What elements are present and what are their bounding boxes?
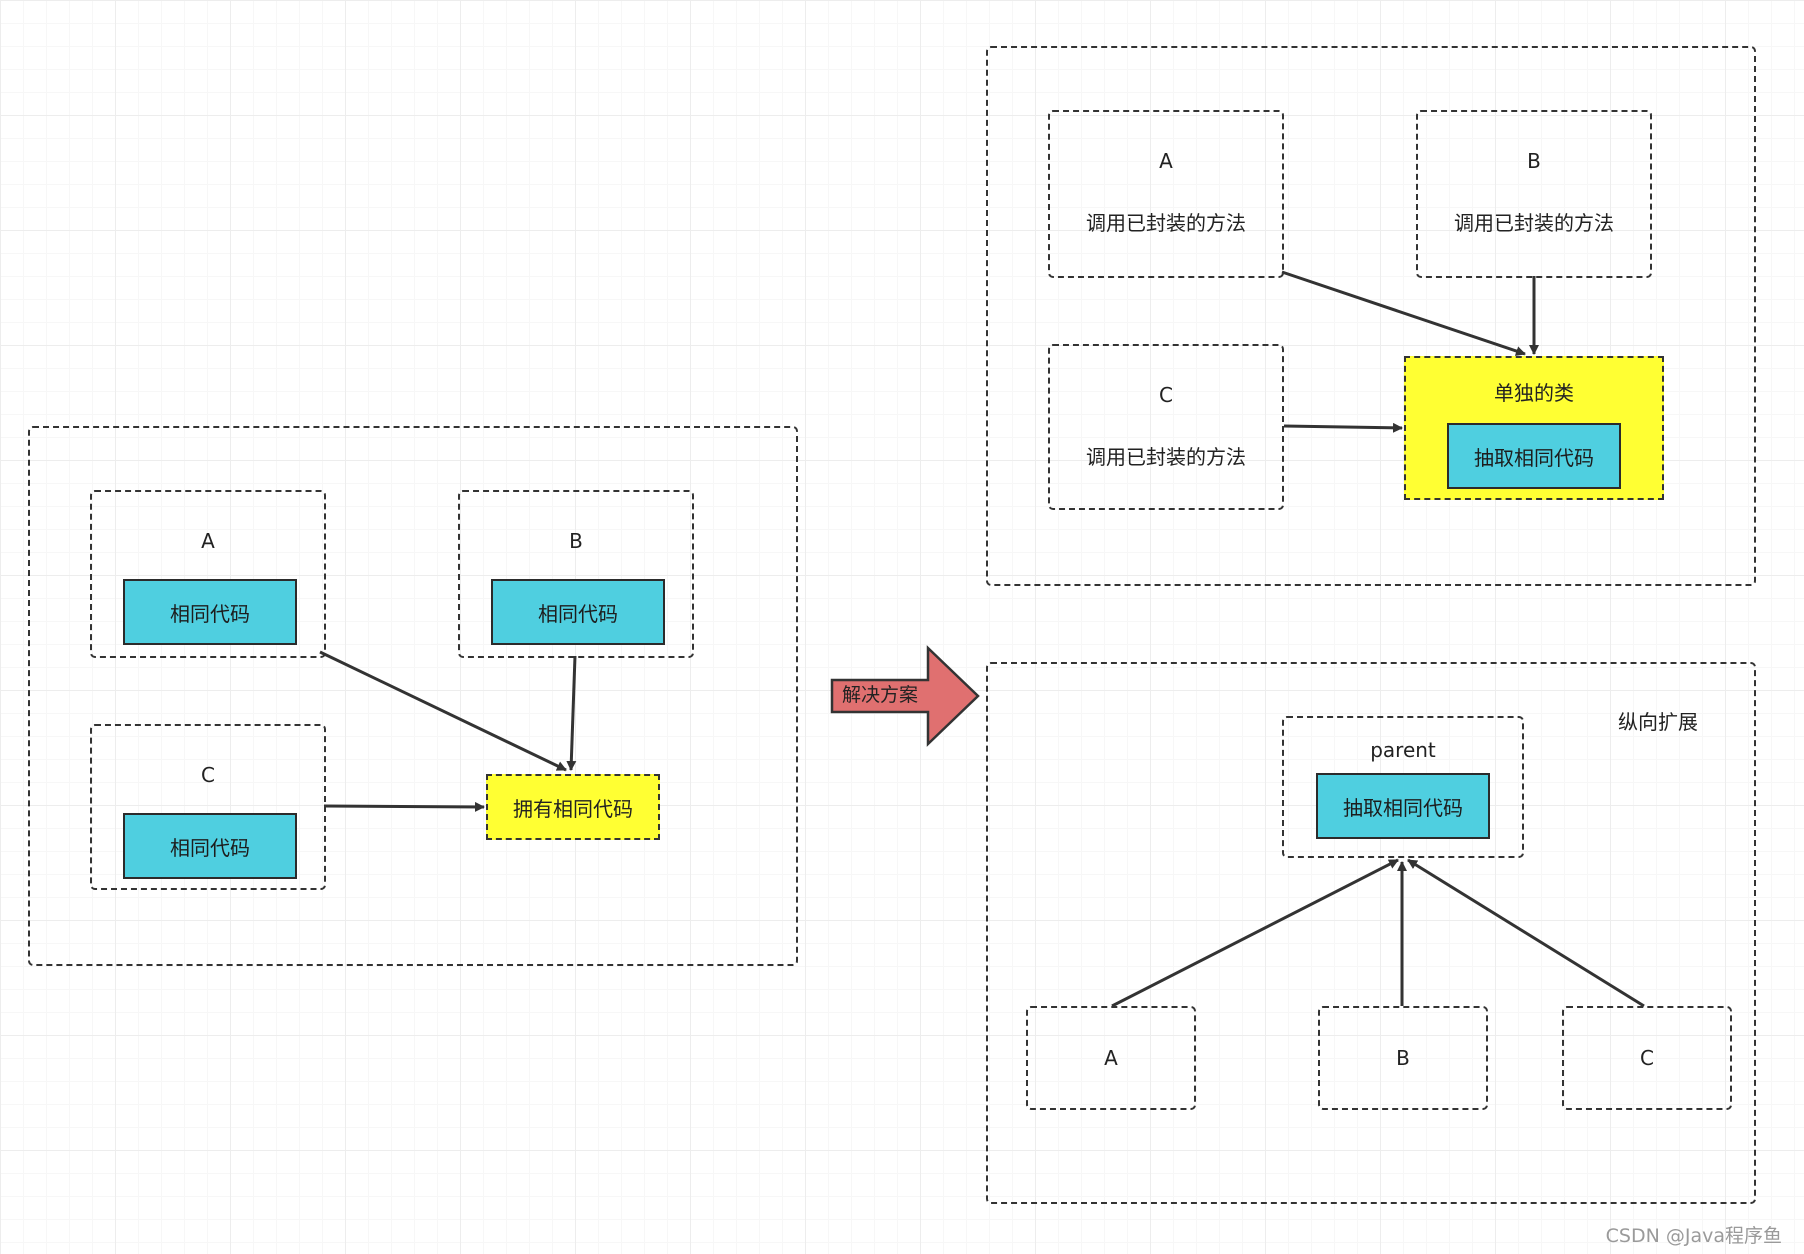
separate-class-title: 单独的类 bbox=[1494, 381, 1574, 405]
left-box-b-letter: B bbox=[569, 529, 583, 553]
left-shared-code-box: 拥有相同代码 bbox=[486, 774, 660, 840]
vertical-extension-caption: 纵向扩展 bbox=[1618, 710, 1698, 734]
top-right-box-c-text: 调用已封装的方法 bbox=[1086, 445, 1246, 469]
child-box-a: A bbox=[1026, 1006, 1196, 1110]
solution-arrow-label: 解决方案 bbox=[841, 684, 918, 706]
left-box-b bbox=[458, 490, 694, 658]
arrow-c-to-shared bbox=[323, 801, 485, 812]
parent-code: 抽取相同代码 bbox=[1316, 773, 1490, 839]
left-box-c-code: 相同代码 bbox=[123, 813, 297, 879]
solution-arrow-shape bbox=[830, 645, 980, 747]
left-box-a-letter: A bbox=[201, 529, 215, 553]
left-box-b-code: 相同代码 bbox=[491, 579, 665, 645]
child-box-b: B bbox=[1318, 1006, 1488, 1110]
top-right-box-a bbox=[1048, 110, 1284, 278]
top-right-group-container bbox=[986, 46, 1756, 586]
top-right-box-c-letter: C bbox=[1159, 383, 1173, 407]
left-group-container bbox=[28, 426, 798, 966]
top-right-box-c bbox=[1048, 344, 1284, 510]
top-right-box-a-letter: A bbox=[1159, 149, 1173, 173]
top-right-box-b-text: 调用已封装的方法 bbox=[1454, 211, 1614, 235]
arrow-a-to-shared bbox=[319, 650, 567, 772]
parent-title: parent bbox=[1370, 738, 1436, 762]
left-box-a bbox=[90, 490, 326, 658]
left-box-c-letter: C bbox=[201, 763, 215, 787]
parent-box bbox=[1282, 716, 1524, 858]
arrow-a-to-class bbox=[1281, 270, 1526, 356]
arrow-child-c-to-parent bbox=[1407, 858, 1645, 1008]
watermark: CSDN @Java程序鱼 bbox=[1605, 1225, 1782, 1247]
child-box-c: C bbox=[1562, 1006, 1732, 1110]
bottom-right-group-container bbox=[986, 662, 1756, 1204]
top-right-box-b bbox=[1416, 110, 1652, 278]
left-box-c bbox=[90, 724, 326, 890]
left-box-a-code: 相同代码 bbox=[123, 579, 297, 645]
arrow-child-a-to-parent bbox=[1111, 858, 1399, 1008]
top-right-box-a-text: 调用已封装的方法 bbox=[1086, 211, 1246, 235]
arrow-c-to-class bbox=[1283, 422, 1403, 433]
top-right-box-b-letter: B bbox=[1527, 149, 1541, 173]
separate-class-code: 抽取相同代码 bbox=[1447, 423, 1621, 489]
arrow-b-to-shared bbox=[566, 655, 577, 771]
